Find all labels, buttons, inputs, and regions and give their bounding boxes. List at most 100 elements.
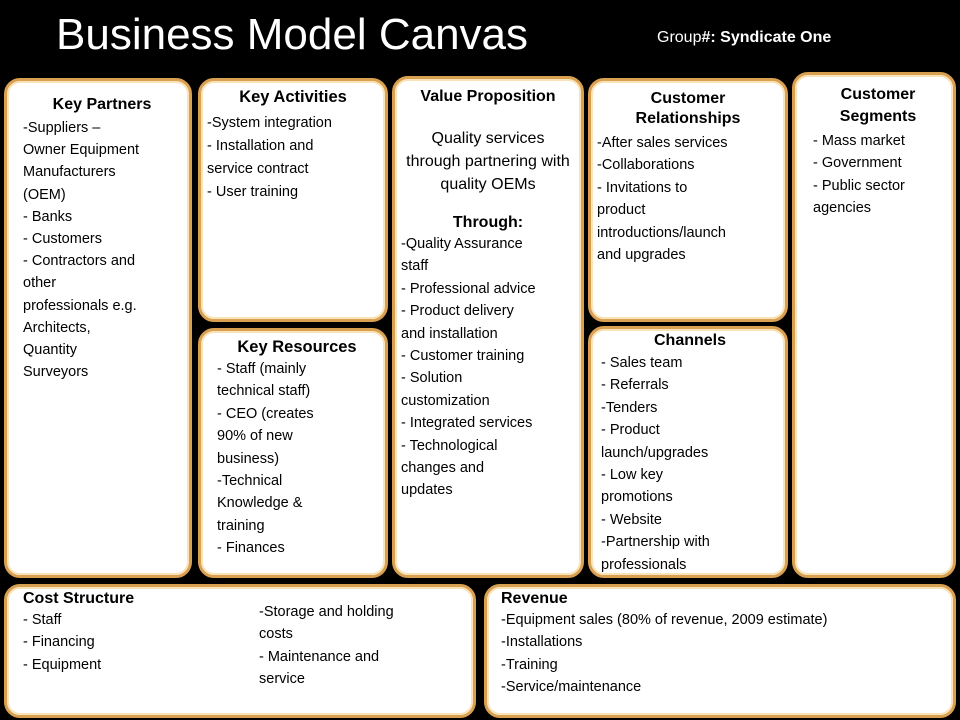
list-item: - Finances [217, 540, 285, 557]
customer-segments-list: - Mass market - Government - Public sector… [809, 130, 947, 220]
list-item: -System integration [207, 115, 332, 131]
value-proposition-box: Value Proposition Quality services throu… [392, 76, 584, 578]
key-activities-box: Key Activities -System integration - Inst… [198, 78, 388, 322]
revenue-box: Revenue -Equipment sales (80% of revenue… [484, 584, 956, 718]
list-item: Surveyors [23, 364, 89, 381]
list-item: - Banks [23, 208, 73, 225]
list-item: - Customer training [401, 348, 525, 365]
key-activities-list: -System integration - Installation and ser… [207, 112, 379, 204]
list-item: and installation [401, 325, 498, 342]
list-item: - Public sector [813, 177, 905, 194]
list-item: - Installation and [207, 138, 314, 154]
list-item: introductions/launch [597, 224, 726, 241]
cost-structure-box: Cost Structure - Staff - Financing - Equip… [4, 584, 476, 718]
list-item: -Quality Assurance [401, 236, 523, 252]
list-item: -Tenders [601, 399, 658, 416]
list-item: - Technological [401, 437, 498, 454]
key-resources-list: - Staff (mainly technical staff) - CEO (cr… [217, 358, 377, 560]
list-item: other [23, 275, 57, 292]
list-item: professionals [601, 556, 687, 573]
list-item: staff [401, 258, 429, 275]
list-item: and upgrades [597, 247, 686, 264]
list-item: - Customers [23, 231, 102, 248]
list-item: - Integrated services [401, 415, 533, 432]
list-item: promotions [601, 489, 673, 506]
list-item: - Staff (mainly [217, 361, 307, 377]
list-item: - Product [601, 422, 660, 439]
list-item: -After sales services [597, 135, 728, 151]
list-item: - Staff [23, 612, 62, 628]
list-item: customization [401, 392, 490, 409]
list-item: Knowledge & [217, 495, 303, 512]
list-item: - Solution [401, 370, 463, 387]
customer-relationships-box: Customer Relationships -After sales serv… [588, 78, 788, 322]
list-item: - Product delivery [401, 303, 514, 320]
channels-box: Channels - Sales team - Referrals -Tenders… [588, 326, 788, 578]
list-item: changes and [401, 460, 485, 477]
group-prefix: Group [657, 29, 702, 46]
list-item: - Equipment [23, 656, 102, 673]
list-item: -Installations [501, 634, 583, 651]
list-item: costs [259, 626, 293, 643]
list-item: Architects, [23, 319, 91, 336]
list-item: business) [217, 450, 280, 467]
list-item: - Maintenance and [259, 648, 380, 665]
group-value: #: Syndicate One [701, 29, 832, 46]
key-partners-title: Key Partners [52, 96, 152, 113]
list-item: - Contractors and [23, 253, 136, 270]
customer-relationships-title-2: Relationships [635, 110, 741, 127]
list-item: -Training [501, 656, 558, 673]
value-proposition-title: Value Proposition [420, 88, 556, 105]
list-item: - Mass market [813, 133, 905, 149]
channels-list: - Sales team - Referrals -Tenders - Product… [601, 352, 779, 575]
list-item: -Partnership with [601, 534, 710, 551]
list-item: - CEO (creates [217, 405, 314, 422]
value-proposition-list: -Quality Assurance staff - Professional ad… [401, 233, 575, 502]
list-item: -Equipment sales (80% of revenue, 2009 e… [501, 612, 828, 628]
revenue-title: Revenue [501, 590, 568, 607]
list-item: (OEM) [23, 186, 66, 203]
customer-relationships-title-1: Customer [650, 90, 726, 107]
customer-segments-title-2: Segments [839, 108, 917, 125]
key-resources-box: Key Resources - Staff (mainly technical s… [198, 328, 388, 578]
list-item: - Professional advice [401, 280, 536, 297]
list-item: - Referrals [601, 377, 669, 394]
cost-structure-list-left: - Staff - Financing - Equipment [23, 609, 465, 676]
channels-title: Channels [653, 332, 726, 349]
list-item: service [259, 671, 305, 688]
list-item: Owner Equipment [23, 142, 140, 159]
list-item: -Suppliers – [23, 120, 101, 136]
cost-structure-list-right: -Storage and holding costs - Maintenance a… [259, 601, 394, 691]
key-activities-title: Key Activities [239, 88, 347, 106]
list-item: 90% of new [217, 428, 293, 445]
list-item: Quantity [23, 342, 77, 359]
list-item: -Collaborations [597, 157, 695, 174]
list-item: - Sales team [601, 355, 683, 371]
list-item: - User training [207, 184, 299, 200]
customer-relationships-list: -After sales services -Collaborations - In… [597, 132, 779, 266]
customer-segments-title-1: Customer [840, 86, 916, 103]
list-item: -Service/maintenance [501, 679, 642, 696]
value-proposition-statement: Quality services through partnering with… [406, 130, 570, 193]
key-resources-title: Key Resources [237, 338, 357, 356]
list-item: updates [401, 482, 453, 499]
key-partners-box: Key Partners -Suppliers – Owner Equipment… [4, 78, 192, 578]
page-title: Business Model Canvas [56, 10, 529, 59]
list-item: Manufacturers [23, 164, 116, 181]
group-label: Group#: Syndicate One [657, 28, 831, 48]
list-item: agencies [813, 200, 872, 217]
list-item: launch/upgrades [601, 444, 709, 461]
list-item: professionals e.g. [23, 297, 137, 314]
list-item: - Financing [23, 634, 95, 651]
list-item: - Invitations to [597, 179, 688, 196]
list-item: -Storage and holding [259, 604, 394, 620]
list-item: - Government [813, 155, 902, 172]
list-item: product [597, 202, 646, 219]
customer-segments-box: Customer Segments - Mass market - Governm… [792, 72, 956, 578]
value-proposition-through: Through: [452, 214, 524, 231]
list-item: technical staff) [217, 383, 311, 400]
list-item: service contract [207, 161, 309, 177]
list-item: - Low key [601, 467, 664, 484]
cost-structure-title: Cost Structure [23, 590, 135, 607]
